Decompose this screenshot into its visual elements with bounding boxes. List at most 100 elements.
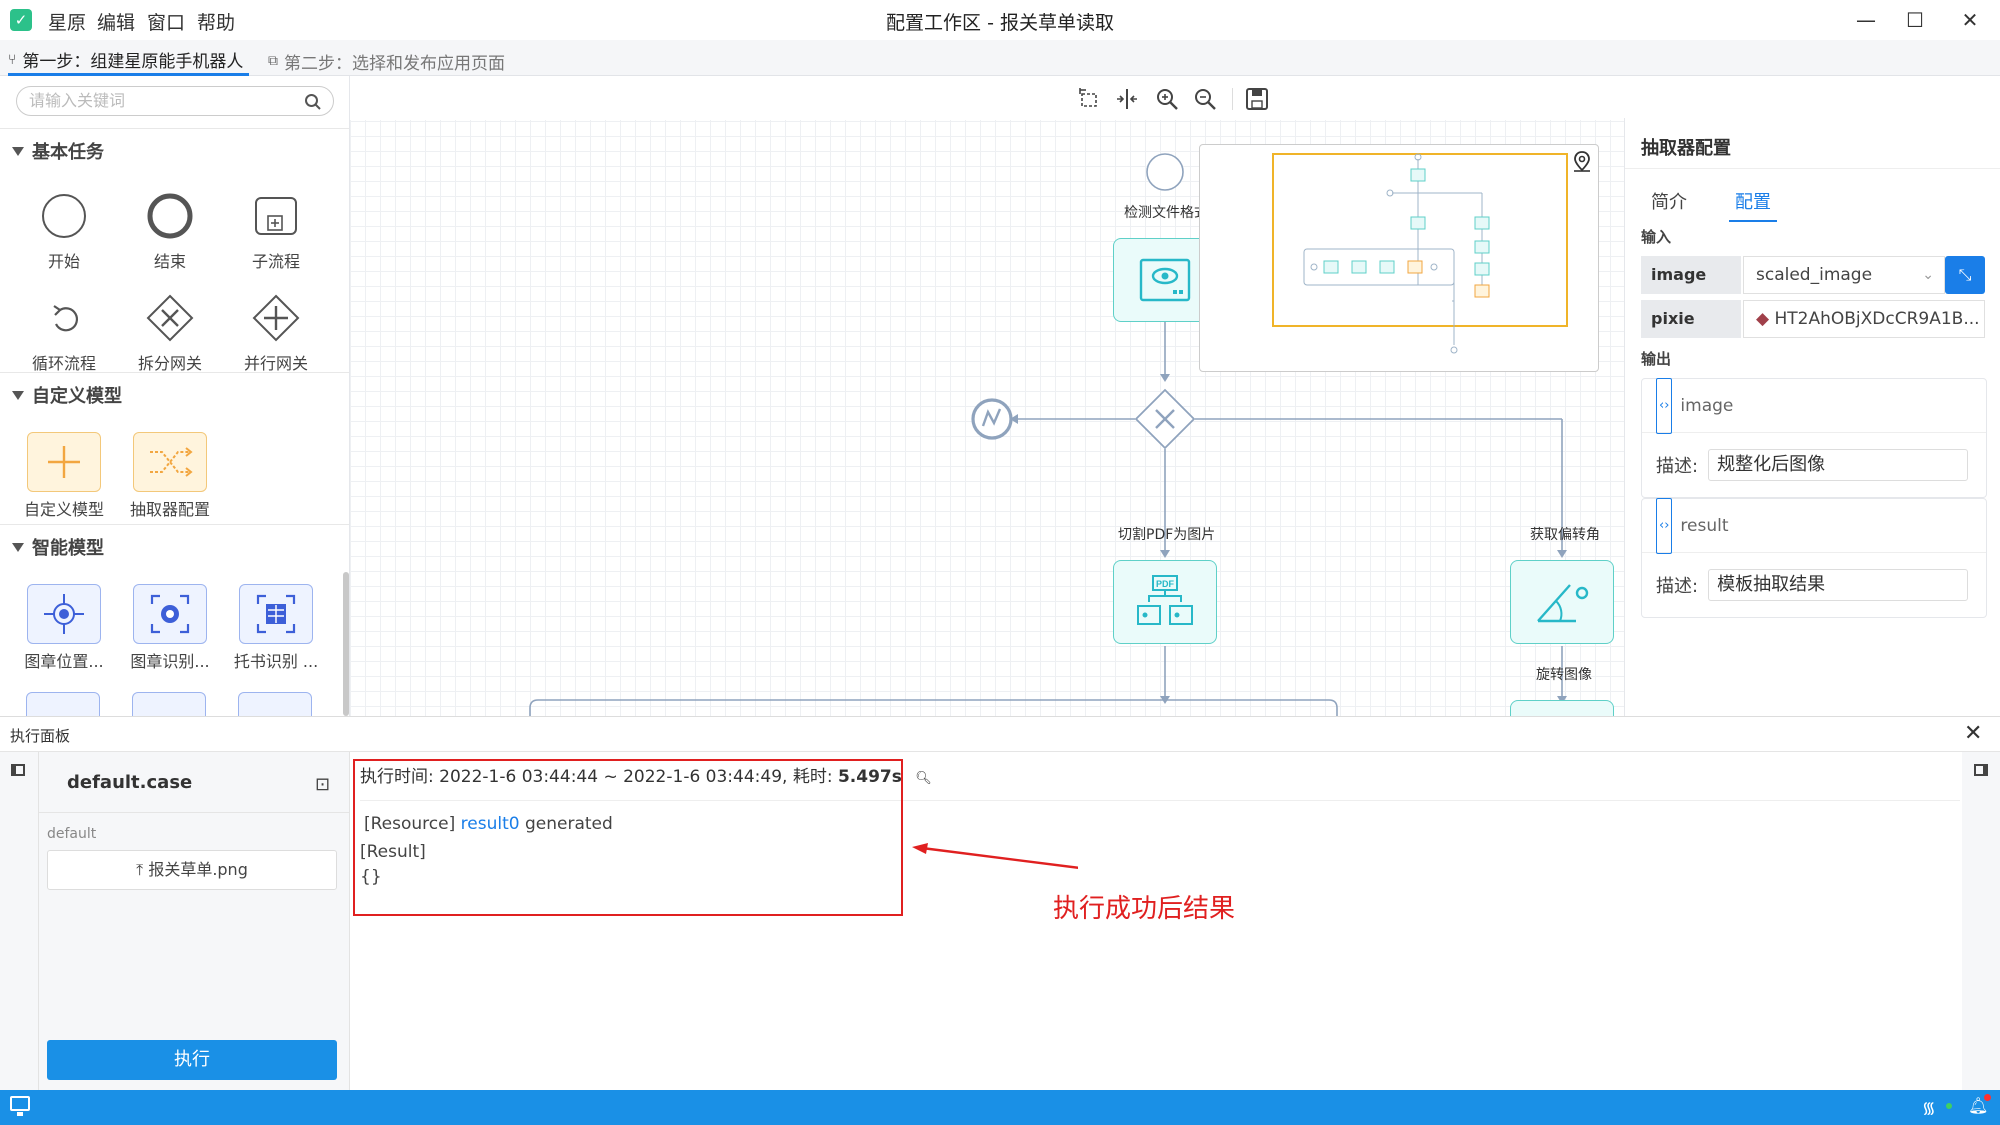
menu-window[interactable]: 窗口 [147, 12, 186, 34]
palette-item-subprocess[interactable]: 子流程 [226, 188, 326, 272]
tab-step-2-label: 第二步：选择和发布应用页面 [284, 53, 505, 74]
maximize-button[interactable]: ☐ [1906, 8, 1924, 32]
close-window-button[interactable]: ✕ [1961, 8, 1979, 32]
result0-link[interactable]: result0 [460, 814, 520, 834]
select-area-icon[interactable] [1076, 86, 1102, 112]
minimize-button[interactable]: — [1856, 8, 1876, 32]
output-desc-input[interactable]: 模板抽取结果 [1708, 569, 1969, 601]
annotation-text: 执行成功后结果 [1053, 894, 1236, 924]
output-name: result [1680, 515, 1729, 536]
upload-file-field[interactable]: ⤒ 报关草单.png [47, 850, 337, 890]
map-pin-icon[interactable] [1570, 149, 1594, 173]
loop-icon [53, 305, 79, 332]
collapse-icon[interactable]: ⤡ [1945, 256, 1985, 294]
exclusive-gateway-node[interactable] [1134, 388, 1196, 450]
palette-item-parallel-gateway[interactable]: 并行网关 [226, 290, 326, 374]
zoom-in-icon[interactable] [1154, 86, 1180, 112]
rotate-image-node[interactable] [1510, 700, 1614, 716]
image-detect-icon [1139, 258, 1191, 302]
tab-step-1-label: 第一步：组建星原能手机器人 [22, 52, 244, 72]
palette-item-label: 拆分网关 [137, 354, 202, 373]
resource-prefix: [Resource] [364, 814, 461, 834]
component-palette: 请输入关键词 基本任务 开始 结束 子流程 循环流程 拆分网关 并行网关 自定义… [0, 76, 350, 716]
resource-line: [Resource] result0 generated [364, 814, 613, 834]
svg-text:PDF: PDF [1156, 579, 1175, 589]
wifi-icon[interactable]: ᯾ [1922, 1098, 1936, 1117]
monitor-icon[interactable] [10, 1096, 30, 1111]
zoom-out-icon[interactable] [1192, 86, 1218, 112]
result-area: 执行时间: 2022-1-6 03:44:44 ~ 2022-1-6 03:44… [350, 752, 1962, 1090]
palette-item-label: 结束 [153, 252, 186, 271]
resource-suffix: generated [519, 814, 613, 834]
save-icon[interactable] [1244, 86, 1270, 112]
input-pixie-field[interactable]: ◆ HT2AhOBjXDcCR9A1B... [1743, 300, 1985, 338]
start-event-node[interactable] [1145, 152, 1185, 192]
desc-label: 描述: [1656, 576, 1699, 597]
bell-icon[interactable]: 🔔︎ [1968, 1096, 1989, 1115]
input-key-pixie: pixie [1641, 300, 1741, 338]
section-smart-models[interactable]: 智能模型 [12, 534, 104, 560]
menu-xingyuan[interactable]: 星原 [48, 12, 87, 34]
chevron-down-icon: ⌄ [1922, 267, 1934, 283]
search-input[interactable]: 请输入关键词 [16, 86, 334, 116]
error-end-node[interactable] [970, 397, 1014, 441]
menu-edit[interactable]: 编辑 [97, 12, 136, 34]
angle-icon [1537, 584, 1589, 623]
palette-item-exclusive-gateway[interactable]: 拆分网关 [120, 290, 220, 374]
toggle-right-panel-icon[interactable] [1974, 764, 1988, 776]
window-title: 配置工作区 - 报关草单读取 [886, 12, 1114, 34]
palette-item-label: 开始 [47, 252, 80, 271]
palette-item-end[interactable]: 结束 [120, 188, 220, 272]
palette-item-label: 子流程 [251, 252, 300, 271]
palette-item-label: 图章识别... [130, 652, 210, 671]
section-custom-models[interactable]: 自定义模型 [12, 382, 122, 408]
palette-item-start[interactable]: 开始 [14, 188, 114, 272]
split-pdf-node[interactable]: PDF [1113, 560, 1217, 644]
split-horizontal-icon[interactable] [1114, 86, 1140, 112]
palette-item-stamp-recognition[interactable]: 图章识别... [120, 584, 220, 672]
palette-item-partial[interactable] [26, 692, 100, 716]
tab-intro[interactable]: 简介 [1651, 192, 1687, 213]
palette-item-loop[interactable]: 循环流程 [14, 290, 114, 374]
flow-canvas[interactable]: 检测文件格式 切割PDF为图片 PDF 获取偏转角 旋转图像 [350, 76, 1624, 716]
divider [39, 812, 349, 813]
minimap-preview [1303, 153, 1490, 354]
monitor-stand [17, 1112, 23, 1116]
search-icon[interactable] [304, 93, 322, 111]
exec-duration: 5.497s [837, 767, 902, 787]
section-basic-tasks[interactable]: 基本任务 [12, 138, 104, 164]
tab-step-2[interactable]: ⧉ 第二步：选择和发布应用页面 [268, 46, 505, 76]
divider [0, 128, 349, 129]
get-angle-node[interactable] [1510, 560, 1614, 644]
output-desc-input[interactable]: 规整化后图像 [1708, 449, 1969, 481]
palette-item-stamp-position[interactable]: 图章位置... [14, 584, 114, 672]
tab-step-1[interactable]: ⑂ 第一步：组建星原能手机器人 [8, 46, 250, 76]
add-case-icon[interactable]: ⊡ [315, 774, 331, 795]
input-key-image: image [1641, 256, 1741, 294]
minimap[interactable] [1199, 144, 1599, 372]
palette-item-custom-model[interactable]: 自定义模型 [14, 432, 114, 520]
output-card-result: ‹›result 描述:模板抽取结果 [1641, 497, 1987, 618]
run-button[interactable]: 执行 [47, 1040, 337, 1080]
online-status-dot [1946, 1103, 1952, 1109]
case-name[interactable]: default.case [67, 772, 193, 793]
result-json: {} [360, 867, 382, 887]
tab-config[interactable]: 配置 [1729, 188, 1777, 222]
minimap-viewport[interactable] [1272, 153, 1568, 327]
close-panel-icon[interactable]: ✕ [1964, 721, 1983, 746]
toggle-left-panel-icon[interactable] [11, 764, 25, 776]
palette-item-partial[interactable] [132, 692, 206, 716]
palette-item-partial[interactable] [238, 692, 312, 716]
palette-item-extractor-config[interactable]: 抽取器配置 [120, 432, 220, 520]
menu-help[interactable]: 帮助 [197, 12, 236, 34]
cube-icon: ◆ [1756, 309, 1770, 329]
input-image-select[interactable]: scaled_image⌄ [1743, 256, 1945, 294]
search-icon[interactable]: 🔍︎ [915, 771, 932, 786]
divider [1625, 168, 2000, 169]
get-angle-label: 获取偏转角 [1530, 527, 1600, 543]
divider [0, 524, 349, 525]
pdf-split-icon: PDF [1137, 575, 1193, 625]
palette-scrollbar[interactable] [343, 572, 349, 716]
section-basic-title: 基本任务 [32, 142, 104, 163]
palette-item-consignment-recognition[interactable]: 托书识别 ... [226, 584, 326, 672]
